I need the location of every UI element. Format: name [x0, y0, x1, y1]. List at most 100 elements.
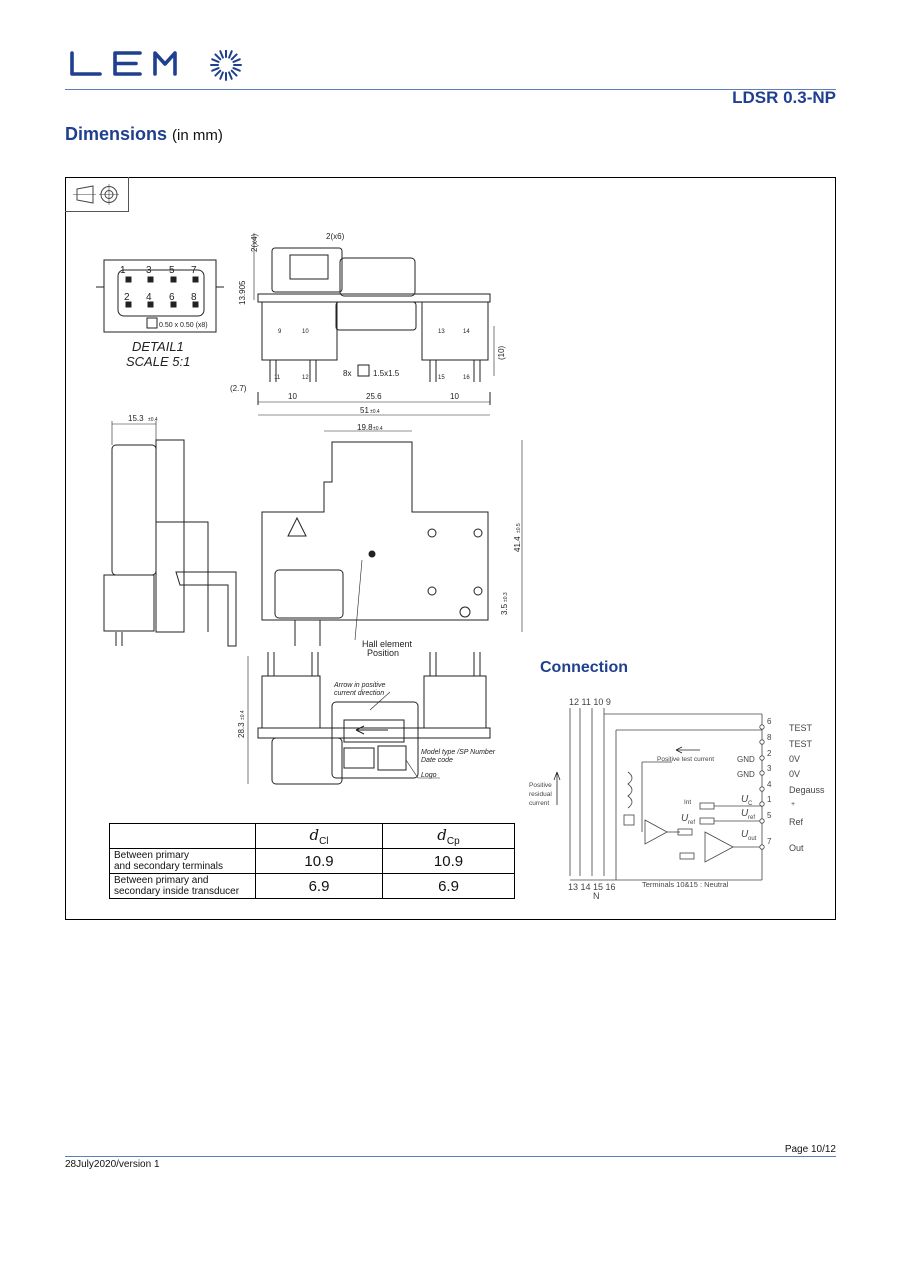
projection-symbol: [65, 177, 129, 212]
header-dcl-sub: Cl: [319, 835, 329, 847]
pin-7-label: Out: [789, 843, 804, 853]
dim-15-3: 15.3: [128, 414, 144, 423]
front-view: [258, 414, 523, 646]
detail-pin-2: 2: [124, 292, 130, 303]
uref-symbol-left: U: [681, 813, 689, 824]
detail-scale: SCALE 5:1: [126, 354, 190, 369]
version-info: 28July2020/version 1: [65, 1159, 160, 1170]
detail-pin-layout: [96, 259, 224, 333]
row-dcp: 10.9: [382, 848, 515, 874]
uc-symbol: U: [741, 794, 749, 805]
dim-2-7: (2.7): [230, 384, 247, 393]
uout-symbol: U: [741, 829, 749, 840]
dim-10-right: 10: [450, 392, 459, 401]
pin-13: 13: [438, 329, 445, 335]
dim-10-left: 10: [288, 392, 297, 401]
dim-51: 51: [360, 406, 369, 415]
tol-41-4: ±0.5: [516, 523, 522, 533]
uref-symbol-right: U: [741, 808, 749, 819]
row-dcp: 6.9: [382, 873, 515, 899]
section-title-text: Dimensions: [65, 124, 168, 144]
header-dcp-sym: d: [437, 825, 447, 844]
pin-size-note: 1.5x1.5: [373, 369, 400, 378]
tol-28-3: ±0.4: [240, 710, 246, 720]
tol-15-3: ±0.4: [148, 417, 158, 423]
residual-label-3: current: [529, 800, 549, 807]
detail-pin-7: 7: [191, 265, 197, 276]
detail-pin-5: 5: [169, 265, 175, 276]
tol-3-5: ±0.3: [503, 592, 509, 602]
table-header-row: dCl dCp: [109, 823, 515, 849]
pin-3-gnd: GND: [737, 770, 755, 779]
pin-10: 10: [302, 329, 309, 335]
header-rule: [65, 89, 836, 90]
row-label-line2: and secondary terminals: [114, 861, 223, 872]
table-header-empty: [109, 823, 256, 849]
projection-icon: [73, 184, 119, 205]
model-label-1: Model type /SP Number: [421, 749, 496, 756]
dim-25-6: 25.6: [366, 392, 382, 401]
lem-logo: [70, 50, 242, 81]
pin-2-num: 2: [767, 749, 772, 758]
tol-51: ±0.4: [370, 409, 380, 415]
pin-6-num: 6: [767, 717, 772, 726]
arrow-label-2: current direction: [334, 690, 384, 697]
pin-11: 11: [274, 375, 281, 381]
drawing-frame: [65, 177, 836, 920]
row-label-line1: Between primary: [114, 850, 190, 861]
header-dcl-sym: d: [309, 825, 320, 844]
detail-pin-note: 0.50 x 0.50 (x8): [159, 322, 208, 329]
pin-9: 9: [278, 329, 282, 335]
uref-sub-left: ref: [688, 820, 695, 826]
pin-14: 14: [463, 329, 470, 335]
dim-2x4: 2(x4): [250, 233, 259, 252]
row-label-line2: secondary inside transducer: [114, 886, 240, 897]
conn-n-label: N: [593, 891, 600, 901]
row-label-line1: Between primary and: [114, 875, 209, 886]
pin-4-num: 4: [767, 780, 772, 789]
pin-4-label: Degauss: [789, 785, 825, 795]
hall-label-2: Position: [367, 648, 399, 658]
row-dcl: 6.9: [255, 873, 383, 899]
bottom-view: [247, 652, 491, 785]
pin-12: 12: [302, 375, 309, 381]
uout-sub: out: [748, 836, 757, 842]
connection-title: Connection: [540, 659, 628, 676]
pin-1-label: +: [791, 801, 795, 808]
tol-19-8: ±0.4: [373, 426, 383, 432]
header-dcl: dCl: [255, 823, 383, 849]
mechanical-drawing: 1 3 5 7 2 4 6 8 0.50 x 0.50 (x8) DETAIL1…: [96, 232, 523, 785]
section-title: Dimensions (in mm): [65, 124, 223, 145]
residual-label-1: Positive: [529, 782, 552, 789]
dim-13905: 13.905: [238, 280, 247, 305]
footer-rule: [65, 1156, 836, 1157]
row-dcl: 10.9: [255, 848, 383, 874]
model-label-2: Date code: [421, 757, 453, 764]
detail-pin-6: 6: [169, 292, 175, 303]
test-current-label: Positive test current: [657, 756, 714, 763]
uref-sub-right: ref: [748, 815, 755, 821]
detail-pin-3: 3: [146, 265, 152, 276]
pin-3-label: 0V: [789, 769, 800, 779]
pin-8-num: 8: [767, 733, 772, 742]
residual-label-2: residual: [529, 791, 552, 798]
logo-label: Logo: [421, 772, 437, 779]
top-view: [253, 233, 495, 405]
pin-5-label: Ref: [789, 817, 804, 827]
dim-10-vertical: (10): [497, 345, 506, 360]
dim-28-3: 28.3: [237, 722, 246, 738]
pin-1-num: 1: [767, 795, 772, 804]
pin-3-num: 3: [767, 764, 772, 773]
page-number: Page 10/12: [784, 1144, 836, 1155]
header-dcp-sub: Cp: [446, 835, 460, 847]
detail-pin-8: 8: [191, 292, 197, 303]
dim-41-4: 41.4: [513, 536, 522, 552]
pin-6-label: TEST: [789, 723, 813, 733]
pin-5-num: 5: [767, 811, 772, 820]
detail-pin-1: 1: [120, 265, 126, 276]
connection-diagram: 12 11 10 9 13 14 15 16 N Positive residu…: [529, 697, 825, 901]
section-unit: (in mm): [172, 127, 223, 144]
